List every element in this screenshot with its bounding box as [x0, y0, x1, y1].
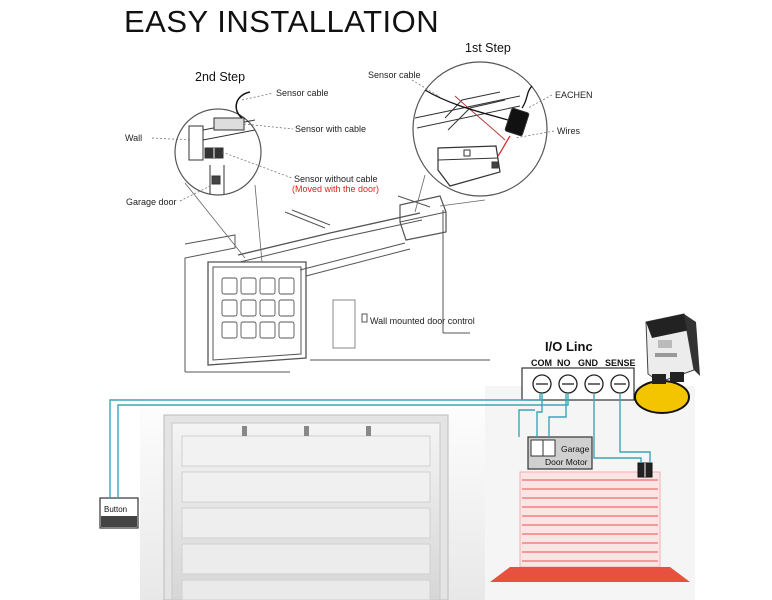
garage-line-drawing: [184, 195, 490, 373]
step1-brand-label: EACHEN: [555, 90, 593, 100]
step2-detail-circle: [174, 91, 262, 196]
smart-relay-device: [634, 313, 700, 414]
step1-sensor-cable-label: Sensor cable: [368, 70, 421, 80]
step2-sensor-cable-label: Sensor cable: [276, 88, 329, 98]
step1-detail-circle: [412, 61, 548, 197]
step2-leader-lines: [151, 92, 294, 202]
motor-label-line2: Door Motor: [545, 457, 588, 467]
motor-label-line1: Garage: [561, 444, 590, 454]
red-garage-door: [490, 471, 690, 582]
step2-heading: 2nd Step: [195, 70, 245, 84]
step2-moved-note: (Moved with the door): [292, 184, 379, 194]
button-label: Button: [104, 505, 127, 514]
step2-sensor-without-cable-label: Sensor without cable: [294, 174, 378, 184]
terminal-label-sense: SENSE: [605, 358, 636, 368]
terminal-label-com: COM: [531, 358, 552, 368]
page-title: EASY INSTALLATION: [124, 4, 440, 39]
step1-wires-label: Wires: [557, 126, 580, 136]
terminal-label-no: NO: [557, 358, 571, 368]
step2-wall-label: Wall: [125, 133, 142, 143]
step1-leader-lines: [411, 79, 555, 139]
step2-garage-door-label: Garage door: [126, 197, 177, 207]
wiring-lines: [109, 394, 651, 498]
door-sensor: [637, 462, 653, 478]
step1-heading: 1st Step: [465, 41, 511, 55]
module-name: I/O Linc: [545, 339, 593, 354]
wall-control-label: Wall mounted door control: [370, 316, 475, 326]
terminal-label-gnd: GND: [578, 358, 599, 368]
garage-door-motor: [527, 436, 593, 470]
callout-connectors: [184, 174, 486, 263]
garage-door-photo: [163, 414, 449, 600]
button-box: [99, 497, 139, 529]
step2-sensor-with-cable-label: Sensor with cable: [295, 124, 366, 134]
io-linc-module: [521, 367, 635, 401]
